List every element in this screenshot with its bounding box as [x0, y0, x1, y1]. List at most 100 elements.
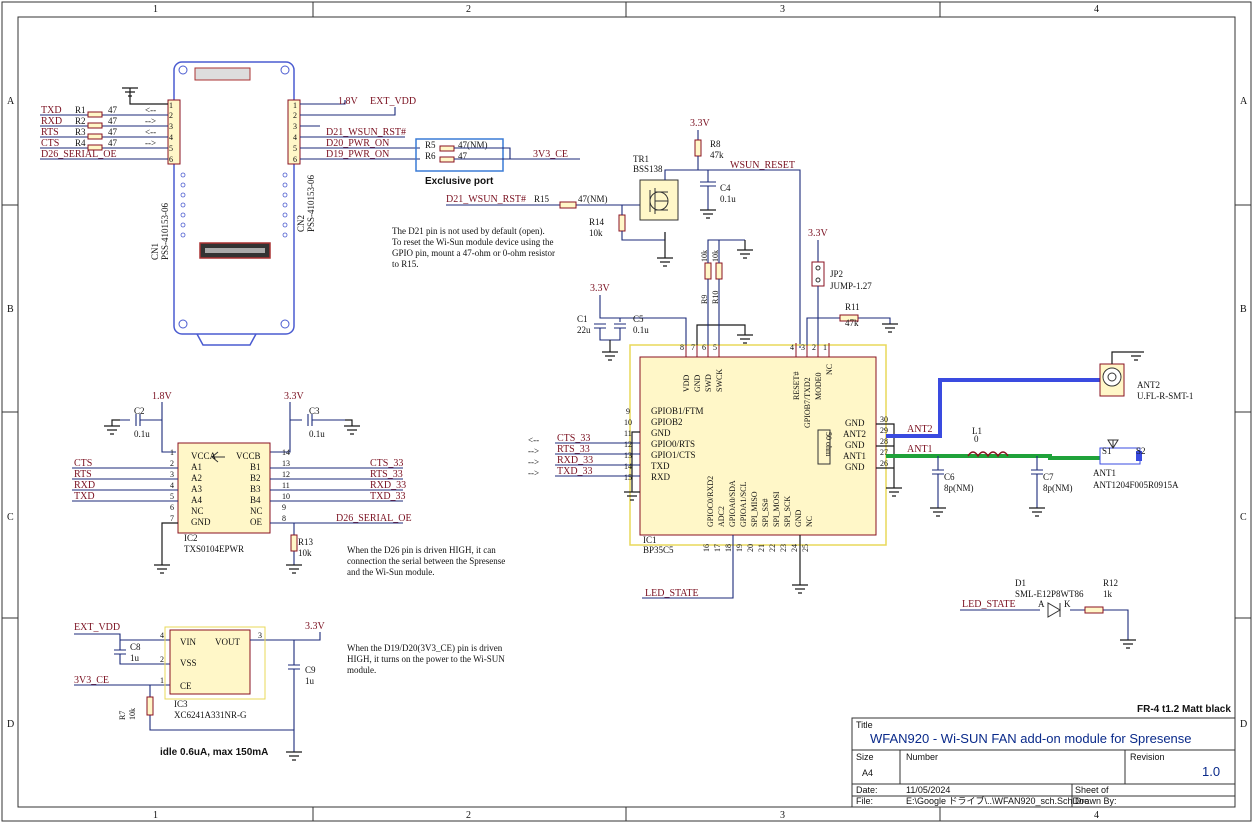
svg-text:SWCK: SWCK: [715, 369, 724, 392]
row-label-d: D: [7, 719, 14, 730]
net-d21: D21_WSUN_RST#: [326, 127, 406, 138]
ohm-label: 50 ohm: [824, 432, 833, 457]
net-d26: D26_SERIAL_OE: [41, 149, 117, 160]
svg-text:TXD: TXD: [651, 461, 670, 471]
row-label-c: C: [7, 512, 14, 523]
svg-text:B2: B2: [250, 473, 261, 483]
svg-text:WSUN_RESET: WSUN_RESET: [730, 160, 795, 171]
net-d19: D19_PWR_ON: [326, 149, 389, 160]
svg-text:47: 47: [458, 151, 468, 161]
ic1-left-pins: GPIOB1/FTM GPIOB2 GND GPIO0/RTS GPIO1/CT…: [528, 406, 704, 501]
svg-text:EXT_VDD: EXT_VDD: [74, 622, 120, 633]
svg-text:10k: 10k: [589, 228, 603, 238]
svg-text:SPI_SCK: SPI_SCK: [783, 496, 792, 527]
svg-text:R11: R11: [845, 302, 860, 312]
svg-text:ANT2: ANT2: [1137, 380, 1160, 390]
svg-text:R1: R1: [75, 105, 86, 115]
svg-text:Title: Title: [856, 720, 873, 730]
svg-text:47: 47: [108, 127, 118, 137]
svg-text:8: 8: [282, 514, 286, 523]
col-label-4: 4: [1094, 4, 1099, 15]
svg-text:4: 4: [790, 343, 794, 352]
svg-text:IC2: IC2: [184, 533, 198, 543]
svg-text:GPIOB1/FTM: GPIOB1/FTM: [651, 406, 704, 416]
svg-text:RESET#: RESET#: [792, 372, 801, 400]
svg-text:S2: S2: [1136, 446, 1146, 456]
svg-text:11: 11: [624, 429, 632, 438]
svg-text:47: 47: [108, 138, 118, 148]
svg-text:R4: R4: [75, 138, 86, 148]
svg-text:GND: GND: [845, 418, 865, 428]
svg-text:CTS_33: CTS_33: [370, 458, 403, 469]
svg-text:CE: CE: [180, 681, 192, 691]
svg-text:OE: OE: [250, 517, 262, 527]
net-d20: D20_PWR_ON: [326, 138, 389, 149]
net-cts: CTS: [41, 138, 59, 149]
svg-text:C5: C5: [633, 314, 644, 324]
svg-text:13: 13: [624, 451, 632, 460]
svg-text:8p(NM): 8p(NM): [1043, 483, 1073, 493]
svg-text:11: 11: [282, 481, 290, 490]
svg-text:LED_STATE: LED_STATE: [962, 599, 1016, 610]
svg-text:5: 5: [293, 144, 297, 153]
svg-text:U.FL-R-SMT-1: U.FL-R-SMT-1: [1137, 391, 1193, 401]
svg-text:TXD_33: TXD_33: [370, 491, 406, 502]
svg-text:To reset the Wi-Sun module dev: To reset the Wi-Sun module device using …: [392, 237, 554, 247]
svg-text:C2: C2: [134, 406, 145, 416]
svg-text:GND: GND: [845, 462, 865, 472]
svg-text:TXD: TXD: [74, 491, 95, 502]
row-label-b-right: B: [1240, 304, 1247, 315]
svg-text:-->: -->: [528, 468, 539, 478]
svg-text:9: 9: [626, 407, 630, 416]
svg-text:GPIO pin, mount a 47-ohm or 0-: GPIO pin, mount a 47-ohm or 0-ohm resist…: [392, 248, 555, 258]
svg-text:16: 16: [702, 544, 711, 552]
svg-text:-->: -->: [528, 446, 539, 456]
svg-text:A4: A4: [862, 768, 873, 778]
svg-text:A: A: [1038, 599, 1045, 609]
svg-text:10k: 10k: [298, 548, 312, 558]
col-label-1-bottom: 1: [153, 810, 158, 821]
svg-text:1: 1: [160, 676, 164, 685]
svg-text:15: 15: [624, 473, 632, 482]
row-label-a: A: [7, 96, 15, 107]
svg-text:RXD_33: RXD_33: [557, 455, 593, 466]
svg-text:A3: A3: [191, 484, 202, 494]
svg-text:NC: NC: [191, 506, 204, 516]
svg-text:R9: R9: [700, 295, 709, 304]
svg-text:5: 5: [713, 343, 717, 352]
svg-text:47: 47: [108, 105, 118, 115]
svg-text:L1: L1: [972, 426, 982, 436]
svg-text:D26_SERIAL_OE: D26_SERIAL_OE: [336, 513, 412, 524]
svg-text:K: K: [1064, 599, 1071, 609]
svg-text:R8: R8: [710, 139, 721, 149]
svg-text:GPIOA1/SCL: GPIOA1/SCL: [739, 482, 748, 527]
svg-text:1: 1: [169, 101, 173, 110]
row-label-c-right: C: [1240, 512, 1247, 523]
svg-text:ADC2: ADC2: [717, 506, 726, 527]
svg-text:<--: <--: [145, 127, 156, 137]
svg-text:22: 22: [768, 544, 777, 552]
svg-text:8p(NM): 8p(NM): [944, 483, 974, 493]
svg-text:12: 12: [282, 470, 290, 479]
svg-text:GND: GND: [845, 440, 865, 450]
svg-text:SML-E12P8WT86: SML-E12P8WT86: [1015, 589, 1084, 599]
svg-text:When the D26 pin is driven HIG: When the D26 pin is driven HIGH, it can: [347, 545, 496, 555]
ic1-ref: IC1: [643, 535, 657, 545]
svg-text:EXT_VDD: EXT_VDD: [370, 96, 416, 107]
svg-text:HIGH, it turns on the power to: HIGH, it turns on the power to the Wi-SU…: [347, 654, 505, 664]
svg-text:GND: GND: [651, 428, 671, 438]
svg-text:VSS: VSS: [180, 658, 197, 668]
svg-text:3.3V: 3.3V: [590, 283, 611, 294]
svg-text:JUMP-1.27: JUMP-1.27: [830, 281, 872, 291]
svg-text:NC: NC: [805, 516, 814, 527]
svg-text:11/05/2024: 11/05/2024: [906, 785, 950, 795]
svg-text:ANT1: ANT1: [907, 444, 933, 455]
svg-text:Revision: Revision: [1130, 752, 1165, 762]
net-rts: RTS: [41, 127, 59, 138]
svg-text:D21_WSUN_RST#: D21_WSUN_RST#: [446, 194, 526, 205]
svg-text:C7: C7: [1043, 472, 1054, 482]
svg-text:27: 27: [880, 448, 888, 457]
svg-text:GPIO0/RTS: GPIO0/RTS: [651, 439, 695, 449]
